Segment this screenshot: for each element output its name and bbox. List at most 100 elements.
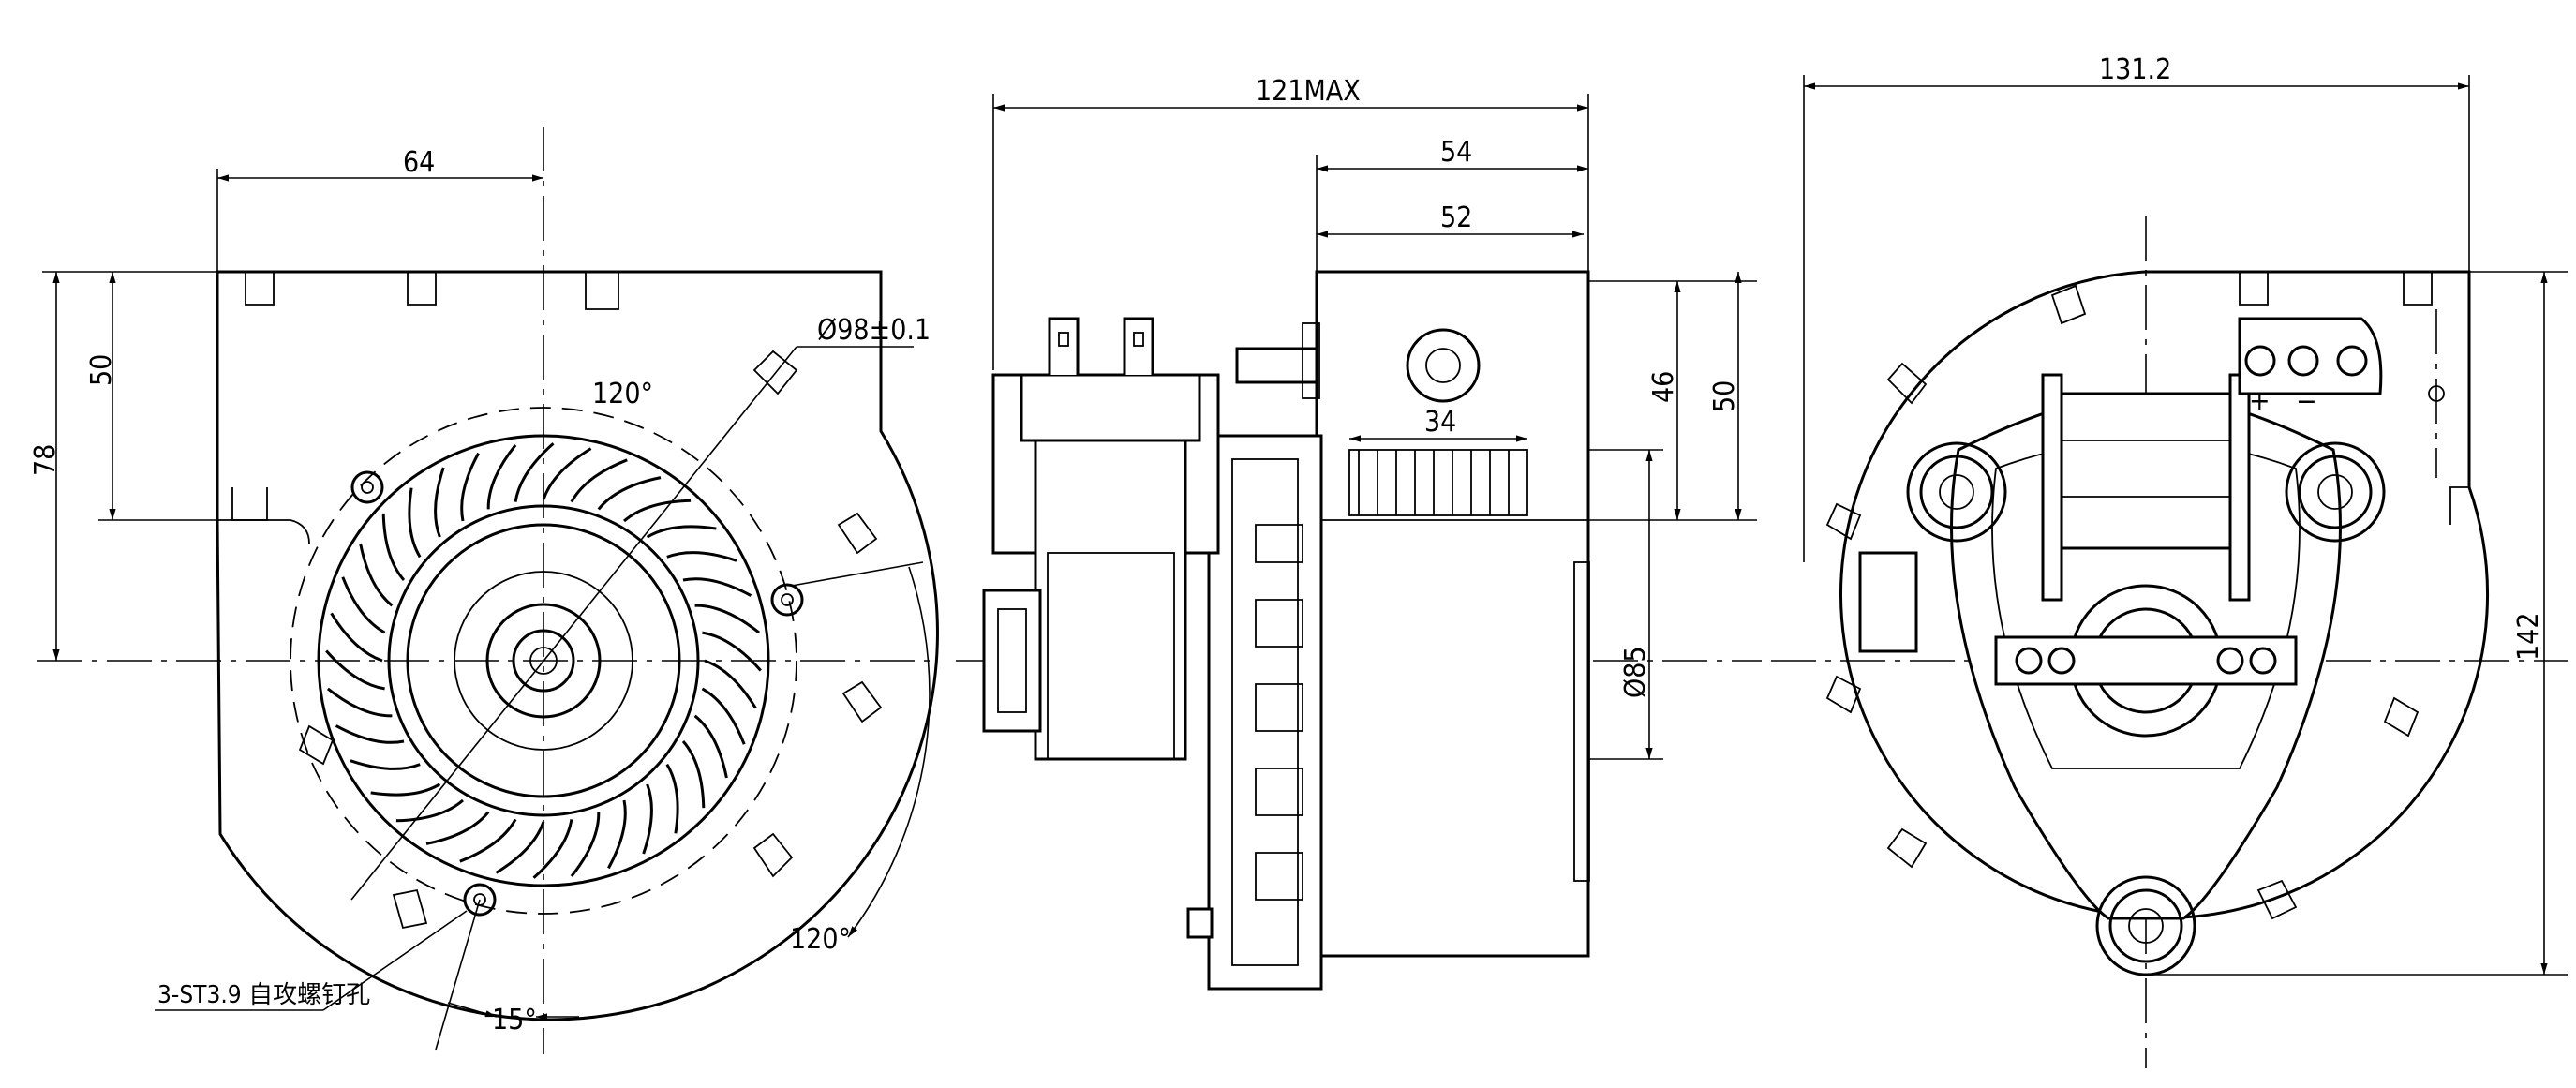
side-fitting-flange (1302, 322, 1320, 399)
angle-bottom-15: 15° (492, 1004, 537, 1036)
impeller-blade (381, 513, 406, 581)
rear-terminal-strip (1994, 635, 2298, 686)
angle-right-leader (791, 561, 924, 587)
impeller-inner-ring (387, 504, 700, 817)
rear-screw-terminals (2015, 647, 2277, 675)
impeller-blade (514, 442, 555, 502)
impeller-blade (341, 576, 386, 634)
impeller-blade (694, 604, 761, 634)
impeller-blade (459, 818, 517, 863)
impeller-blades (325, 442, 762, 879)
height-dim-142: 142 (2512, 612, 2545, 661)
diameter-leader (350, 346, 797, 901)
motor-coil (2060, 392, 2232, 550)
impeller-blade (542, 447, 592, 500)
front-view: Ø98±0.1 64 50 78 120° 120° 15° 3-ST3.9 自… (29, 127, 939, 1054)
screw-note: 3-ST3.9 自攻螺钉孔 (157, 981, 370, 1009)
terminal-block (1020, 373, 1201, 442)
width-dim-131-2: 131.2 (2099, 53, 2171, 86)
terminal-hole-2 (2287, 345, 2319, 377)
shaft-nut (512, 629, 575, 693)
coil-bracket-left (2041, 373, 2063, 602)
impeller-blade (570, 458, 628, 503)
overall-dim-121max: 121MAX (1256, 75, 1361, 108)
side-fitting (1235, 347, 1318, 384)
impeller-blade (681, 740, 706, 809)
dim-54: 54 (1440, 136, 1472, 169)
impeller-blade (693, 714, 728, 779)
motor-label-plate (1348, 449, 1528, 516)
impeller-blade (597, 476, 662, 511)
impeller-blade (434, 467, 445, 538)
impeller-blade (330, 612, 383, 663)
impeller-blade (325, 649, 385, 691)
terminal-hole-1 (2244, 345, 2276, 377)
impeller-blade (425, 811, 490, 845)
housing-tabs (231, 272, 883, 930)
angle-right-arc (847, 566, 931, 938)
impeller-blade (460, 452, 480, 522)
impeller-blade (495, 821, 545, 874)
blower-housing-outline (216, 270, 939, 1021)
hub-boss (485, 603, 602, 719)
dim-34: 34 (1424, 406, 1456, 439)
impeller-blade (370, 782, 441, 797)
impeller-blade (666, 551, 737, 562)
impeller-blade (359, 543, 394, 607)
mounting-flange (1207, 434, 1323, 991)
impeller-blade (486, 443, 517, 510)
flange-bolt-bottom (1186, 907, 1214, 939)
screw-holes (350, 470, 804, 917)
height-dim-78: 78 (29, 444, 62, 476)
motor-ribs (1358, 450, 1510, 515)
impeller-blade (532, 819, 573, 879)
flange-inner (1231, 458, 1299, 966)
screw-note-leader (322, 910, 468, 1011)
terminal-minus: − (2296, 385, 2317, 418)
terminal-hole-3 (2336, 345, 2368, 377)
impeller-blade (701, 687, 746, 745)
rear-view: + − 131.2 142 (1771, 53, 2568, 1068)
impeller-blade (326, 687, 393, 718)
stator-stack (1034, 439, 1187, 761)
capacitor-boss (1406, 328, 1481, 403)
height-dim-50: 50 (85, 354, 118, 386)
dim-85: Ø85 (1619, 646, 1652, 698)
impeller-blade (702, 631, 762, 672)
impeller-blade (335, 724, 405, 744)
flange-fins (1255, 524, 1303, 901)
hub-plate-outer (406, 523, 681, 798)
impeller-blade (607, 799, 627, 870)
side-view: 121MAX 54 52 34 46 50 Ø85 (956, 75, 1762, 991)
impeller-blade (704, 659, 757, 709)
impeller-blade (408, 487, 422, 559)
dim-52: 52 (1440, 201, 1472, 234)
dim-46: 46 (1647, 371, 1680, 403)
bolt-circle (290, 407, 797, 915)
rear-side-fitting (1858, 551, 1918, 653)
rear-outlet-edge (2449, 486, 2469, 525)
impeller-blade (350, 759, 421, 770)
angle-15-leg (435, 899, 481, 1051)
capacitor-bracket (2238, 317, 2383, 395)
impeller-blade (682, 577, 752, 597)
shaft-bearing-inner (997, 608, 1027, 713)
coil-bracket-right (2228, 373, 2251, 602)
angle-right-120: 120° (790, 923, 851, 956)
rear-housing-outline (1839, 270, 2489, 919)
impeller-blade (395, 798, 464, 823)
impeller-blade (646, 525, 717, 539)
terminal-plus: + (2249, 385, 2271, 418)
shaft-bearing (982, 589, 1042, 733)
shaft (529, 647, 558, 675)
hub-plate-inner (454, 571, 633, 751)
impeller-blade (623, 499, 692, 523)
spade-terminals (1048, 317, 1154, 375)
stator-windings (1047, 552, 1175, 760)
diameter-dim: Ø98±0.1 (817, 314, 931, 347)
motor-rear-edge (1573, 561, 1590, 882)
capacitor-boss-inner (1425, 348, 1461, 383)
angle-top-120: 120° (592, 378, 653, 410)
angle-15-arc (447, 1002, 498, 1018)
